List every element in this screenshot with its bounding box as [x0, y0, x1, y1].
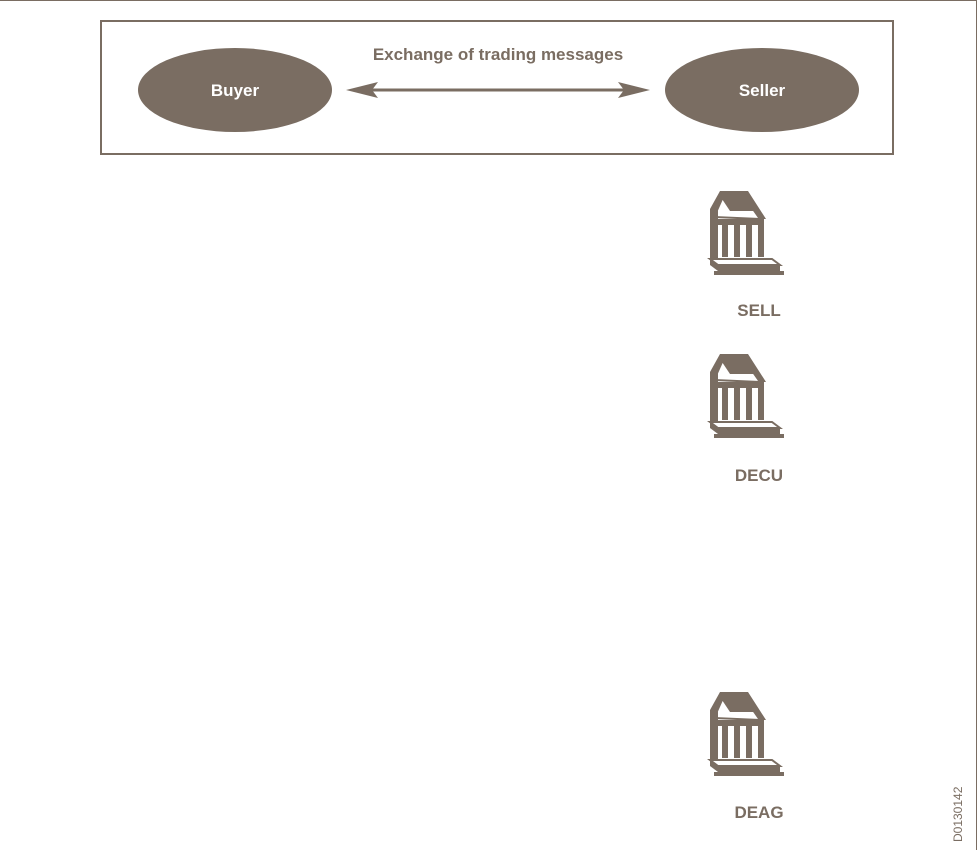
buyer-label: Buyer [211, 81, 260, 100]
bank-icon [709, 353, 785, 439]
institution-label-decu: DECU [735, 466, 783, 485]
exchange-title: Exchange of trading messages [373, 45, 623, 64]
institution-label-deag: DEAG [734, 803, 783, 822]
exchange-arrow [346, 82, 650, 98]
seller-node [665, 48, 859, 132]
institution-label-sell: SELL [737, 301, 780, 320]
figure-id: D0130142 [951, 786, 965, 842]
bank-icon [709, 190, 785, 276]
seller-label: Seller [739, 81, 786, 100]
bank-icon [709, 691, 785, 777]
buyer-node [138, 48, 332, 132]
